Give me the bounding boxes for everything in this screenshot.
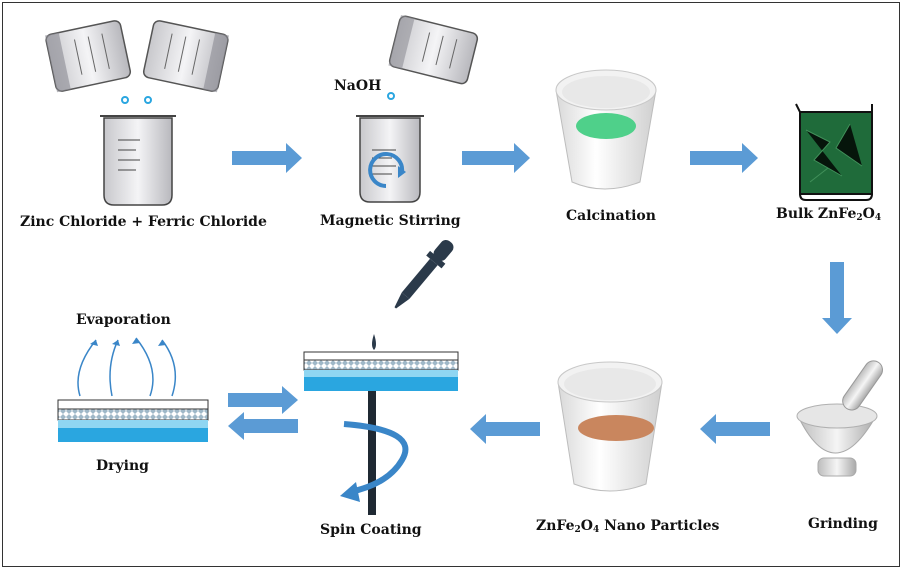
label-nano-prefix: ZnFe <box>536 518 575 534</box>
label-zinc-ferric: Zinc Chloride + Ferric Chloride <box>20 214 267 230</box>
naoh-beaker-icon <box>388 15 479 85</box>
label-bulk-o: O <box>862 206 875 222</box>
drop-icon <box>372 334 376 350</box>
label-bulk-prefix: Bulk ZnFe <box>776 206 857 222</box>
label-grinding: Grinding <box>808 516 878 532</box>
dropper-icon <box>394 239 454 309</box>
arrows-bottom-row <box>228 386 770 444</box>
label-naoh: NaOH <box>334 78 382 94</box>
mortar-pestle-icon <box>796 360 883 477</box>
label-calcination: Calcination <box>566 208 656 224</box>
bulk-beaker-icon <box>795 103 873 201</box>
arrow-4-icon <box>700 414 770 444</box>
label-magnetic-stirring: Magnetic Stirring <box>320 213 461 229</box>
arrow-forward-icon <box>228 386 298 414</box>
naoh-droplet-icon <box>387 92 395 100</box>
arrow-3-icon <box>690 143 758 173</box>
label-bulk-sub2: 4 <box>874 213 882 223</box>
label-nano-sub2: 4 <box>592 525 600 535</box>
label-nano-o: O <box>580 518 593 534</box>
stirring-beaker-icon <box>356 115 424 203</box>
spin-coater-icon <box>303 351 459 515</box>
arrow-down-icon <box>822 262 852 334</box>
label-spin-coating: Spin Coating <box>320 522 422 538</box>
pouring-beaker-left-icon <box>45 20 132 93</box>
arrow-5-icon <box>470 414 540 444</box>
beaker-mixture-icon <box>100 115 176 206</box>
drying-film-icon <box>57 337 209 442</box>
arrows-top-row <box>232 143 758 173</box>
label-bulk-sub1: 2 <box>856 213 863 223</box>
label-drying: Drying <box>96 458 149 474</box>
label-nano-suffix: Nano Particles <box>599 518 720 534</box>
calcination-crucible-icon <box>555 69 657 190</box>
label-nano: ZnFe2O4 Nano Particles <box>536 518 719 535</box>
nanoparticle-crucible-icon <box>557 361 663 492</box>
arrow-back-icon <box>228 412 298 440</box>
arrow-1-icon <box>232 143 302 173</box>
pouring-beaker-right-icon <box>142 20 229 93</box>
label-evaporation: Evaporation <box>76 312 171 328</box>
arrow-2-icon <box>462 143 530 173</box>
label-bulk: Bulk ZnFe2O4 <box>776 206 881 223</box>
label-nano-sub1: 2 <box>574 525 581 535</box>
